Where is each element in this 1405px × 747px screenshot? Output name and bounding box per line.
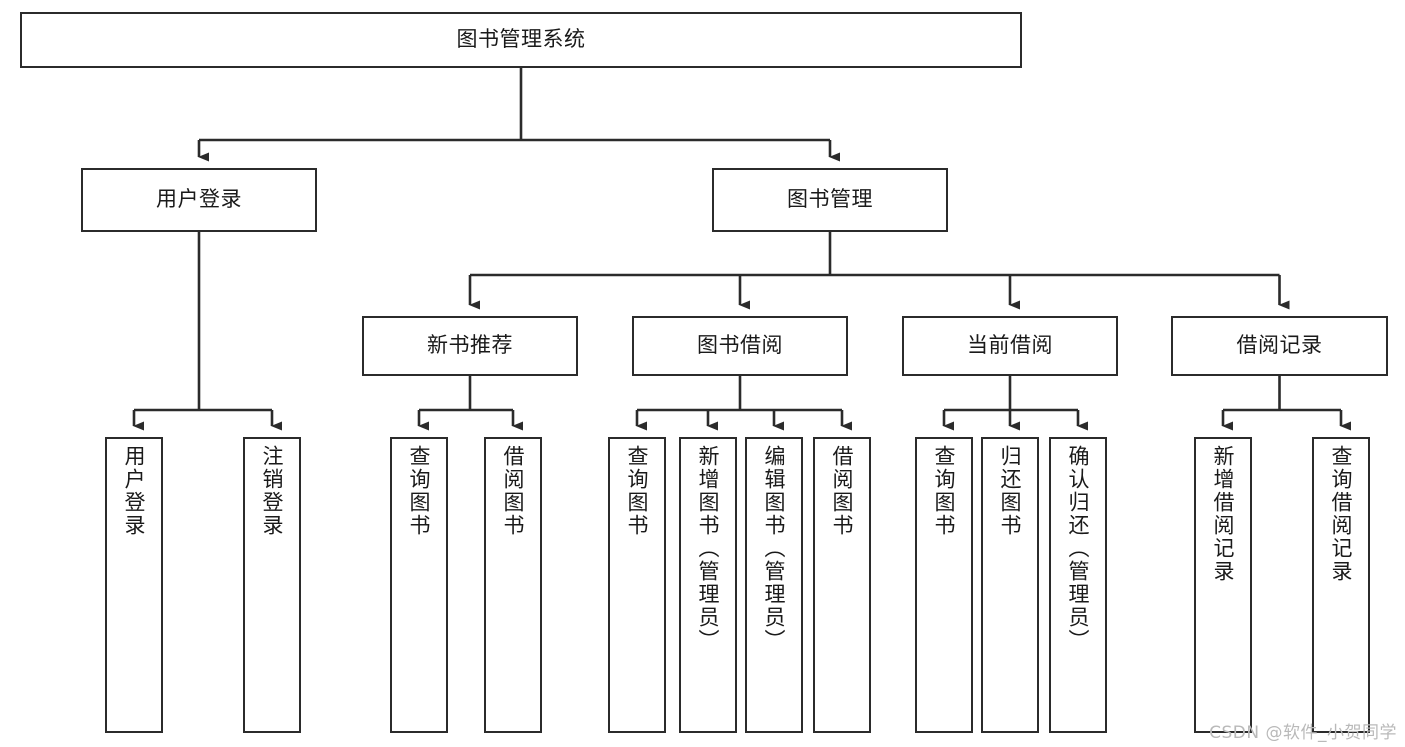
node-l3-logout-leaf[interactable]: 注销登录 bbox=[243, 437, 301, 733]
node-l3-borrow-book-rec[interactable]: 借阅图书 bbox=[484, 437, 542, 733]
node-l3-query-book-cur[interactable]: 查询图书 bbox=[915, 437, 973, 733]
node-l2-book-borrow[interactable]: 图书借阅 bbox=[632, 316, 848, 376]
node-label-l3-query-book-rec: 查询图书 bbox=[407, 445, 432, 537]
node-l1-user-login[interactable]: 用户登录 bbox=[81, 168, 317, 232]
node-label-l3-logout-leaf: 注销登录 bbox=[260, 445, 285, 537]
node-l3-query-book-borrow[interactable]: 查询图书 bbox=[608, 437, 666, 733]
node-label-l2-current-borrow: 当前借阅 bbox=[967, 333, 1053, 358]
node-l3-edit-book[interactable]: 编辑图书（管理员） bbox=[745, 437, 803, 733]
node-label-l1-book-manage: 图书管理 bbox=[787, 187, 873, 212]
node-label-l2-book-borrow: 图书借阅 bbox=[697, 333, 783, 358]
node-label-l3-borrow-book: 借阅图书 bbox=[830, 445, 855, 537]
node-l3-return-book[interactable]: 归还图书 bbox=[981, 437, 1039, 733]
node-l1-book-manage[interactable]: 图书管理 bbox=[712, 168, 948, 232]
node-l3-borrow-book[interactable]: 借阅图书 bbox=[813, 437, 871, 733]
node-label-l3-query-book-borrow: 查询图书 bbox=[625, 445, 650, 537]
node-label-l3-query-record: 查询借阅记录 bbox=[1329, 445, 1354, 583]
node-l3-add-book[interactable]: 新增图书（管理员） bbox=[679, 437, 737, 733]
node-label-root: 图书管理系统 bbox=[456, 27, 586, 52]
node-l3-query-book-rec[interactable]: 查询图书 bbox=[390, 437, 448, 733]
node-l3-confirm-return[interactable]: 确认归还（管理员） bbox=[1049, 437, 1107, 733]
node-label-l1-user-login: 用户登录 bbox=[156, 187, 242, 212]
node-label-l3-return-book: 归还图书 bbox=[998, 445, 1023, 537]
node-l3-user-login-leaf[interactable]: 用户登录 bbox=[105, 437, 163, 733]
node-label-l2-new-book-rec: 新书推荐 bbox=[427, 333, 513, 358]
node-l2-new-book-rec[interactable]: 新书推荐 bbox=[362, 316, 578, 376]
node-l2-borrow-record[interactable]: 借阅记录 bbox=[1171, 316, 1388, 376]
node-label-l3-query-book-cur: 查询图书 bbox=[932, 445, 957, 537]
node-label-l2-borrow-record: 借阅记录 bbox=[1236, 333, 1323, 358]
node-l3-add-record[interactable]: 新增借阅记录 bbox=[1194, 437, 1252, 733]
node-label-l3-user-login-leaf: 用户登录 bbox=[122, 445, 147, 537]
node-label-l3-add-record: 新增借阅记录 bbox=[1211, 445, 1236, 583]
node-label-l3-add-book: 新增图书（管理员） bbox=[696, 445, 721, 652]
node-l3-query-record[interactable]: 查询借阅记录 bbox=[1312, 437, 1370, 733]
node-label-l3-borrow-book-rec: 借阅图书 bbox=[501, 445, 526, 537]
node-root[interactable]: 图书管理系统 bbox=[20, 12, 1022, 68]
node-label-l3-edit-book: 编辑图书（管理员） bbox=[762, 445, 787, 652]
node-label-l3-confirm-return: 确认归还（管理员） bbox=[1066, 445, 1091, 652]
node-l2-current-borrow[interactable]: 当前借阅 bbox=[902, 316, 1118, 376]
